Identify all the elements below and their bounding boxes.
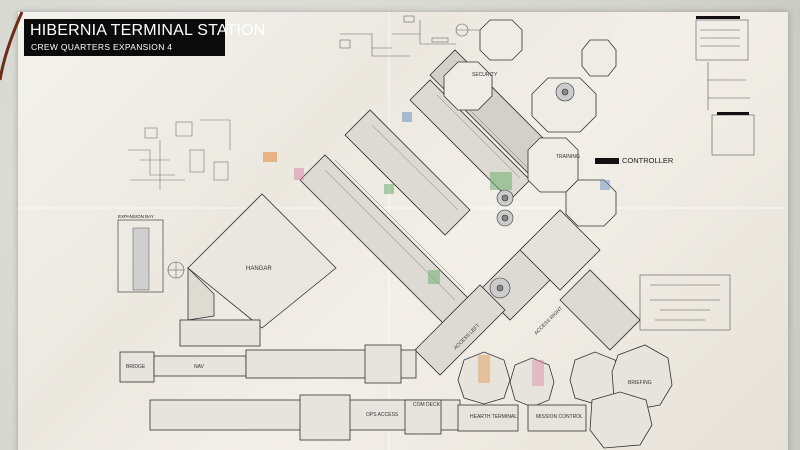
circuit-schematic-right: [639, 19, 755, 331]
circuit-schematic-left: [128, 119, 231, 190]
room-label-briefing: BRIEFING: [628, 380, 652, 386]
hangar-module: [187, 193, 337, 329]
room-label-bridge: BRIDGE: [126, 364, 146, 370]
room-label-ops-access: OPS ACCESS: [366, 412, 399, 418]
fan-units: [489, 82, 575, 299]
lower-deck-complex: [119, 319, 673, 449]
corridor-stripes: [324, 84, 529, 301]
redacted-label: [717, 112, 749, 115]
expansion-bay-label: EXPANSION BAY: [118, 214, 154, 219]
diagonal-corridors: [299, 49, 641, 376]
redacted-label: [696, 16, 740, 19]
room-label-nav: NAV: [194, 364, 204, 370]
room-label-training: TRAINING: [556, 154, 580, 160]
room-label-com-deck: COM DECK: [413, 402, 440, 408]
colored-accents: [263, 112, 610, 386]
station-title: HIBERNIA TERMINAL STATION: [30, 22, 266, 39]
hanging-rope: [0, 11, 24, 81]
title-box: HIBERNIA TERMINAL STATION CREW QUARTERS …: [24, 19, 265, 56]
controller-annotation: CONTROLLER: [595, 156, 673, 165]
expansion-bay-panel: [117, 219, 185, 293]
controller-label: CONTROLLER: [622, 156, 674, 165]
redacted-label: [595, 158, 619, 165]
upper-hex-pods: [443, 19, 617, 227]
paper-fold: [18, 207, 788, 209]
room-label-hangar: HANGAR: [246, 266, 272, 272]
room-label-mission-control: MISSION CONTROL: [536, 414, 583, 420]
circuit-schematic-top: [339, 15, 480, 57]
room-label-hearth-terminal: HEARTH TERMINAL: [470, 414, 518, 420]
room-label-security: SECURITY: [472, 72, 498, 78]
station-subtitle: CREW QUARTERS EXPANSION 4: [31, 42, 173, 52]
